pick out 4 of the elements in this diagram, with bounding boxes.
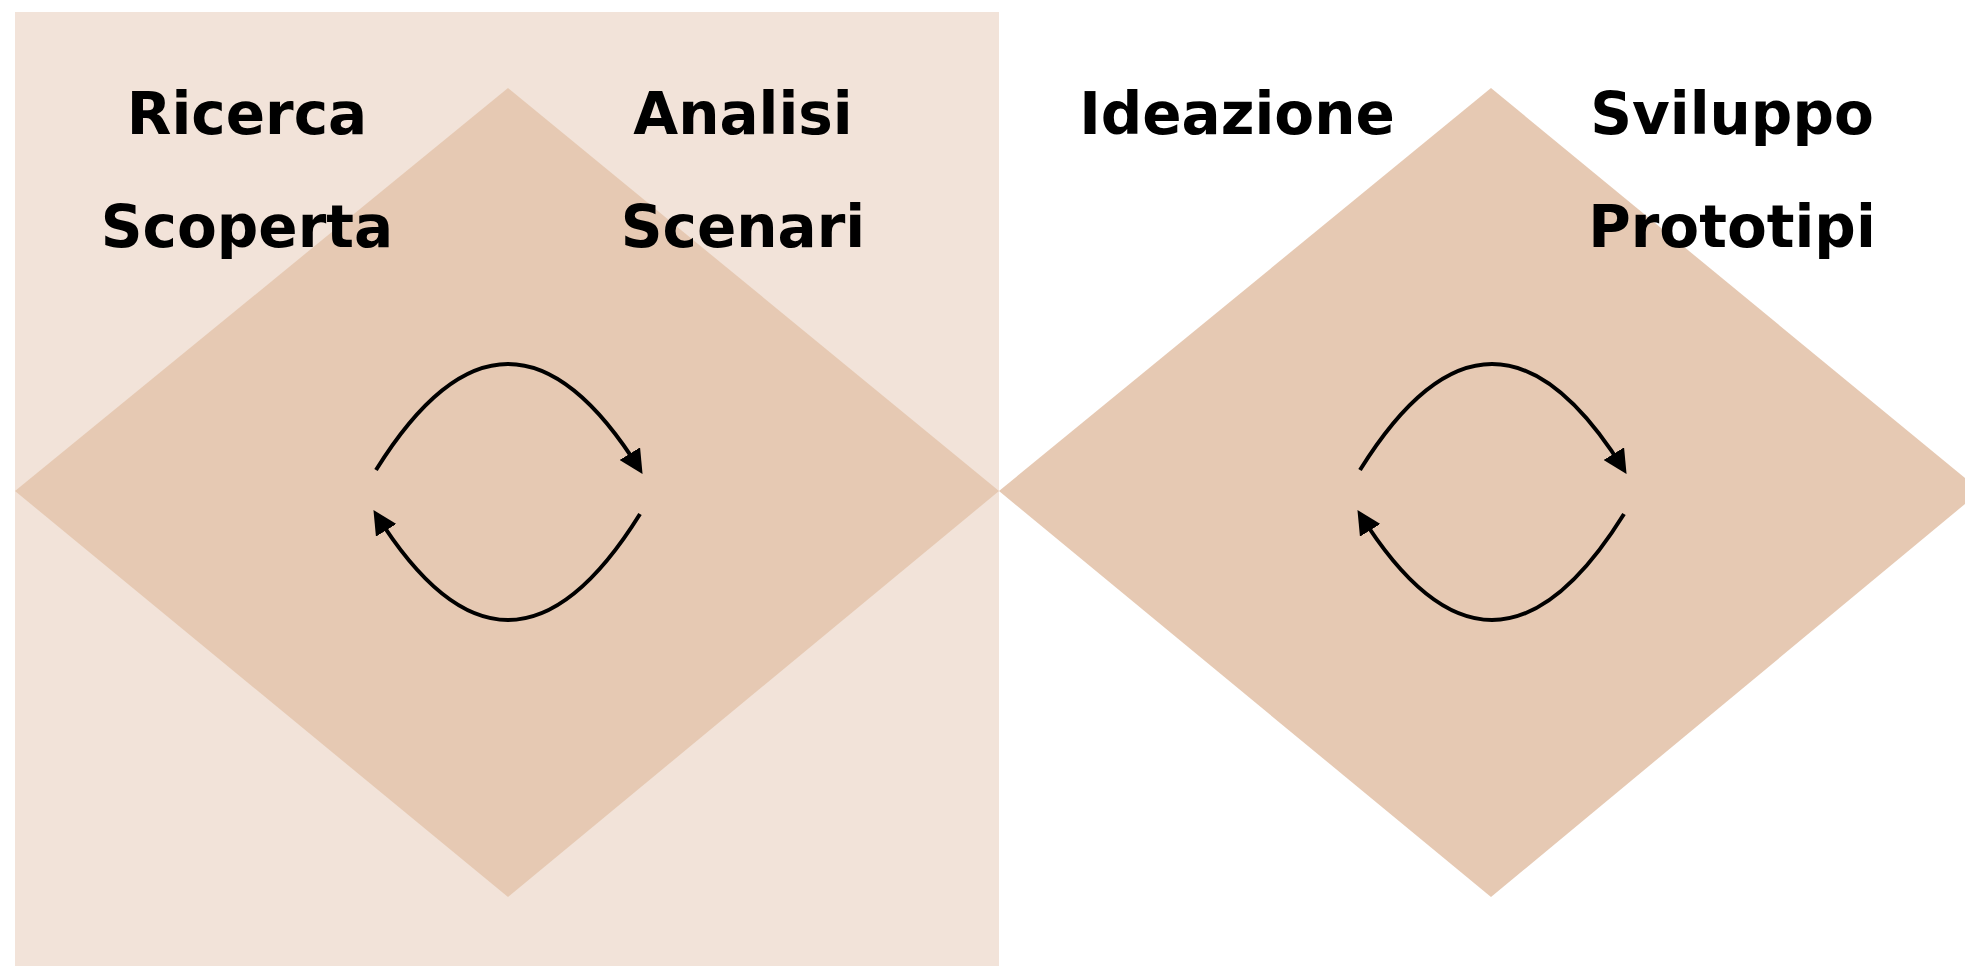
phase-label: Ideazione — [1079, 79, 1395, 150]
phase-label: Analisi Scenari — [620, 79, 866, 263]
phase-label: Sviluppo Prototipi — [1588, 79, 1876, 263]
phase-label: Ricerca Scoperta — [100, 79, 394, 263]
